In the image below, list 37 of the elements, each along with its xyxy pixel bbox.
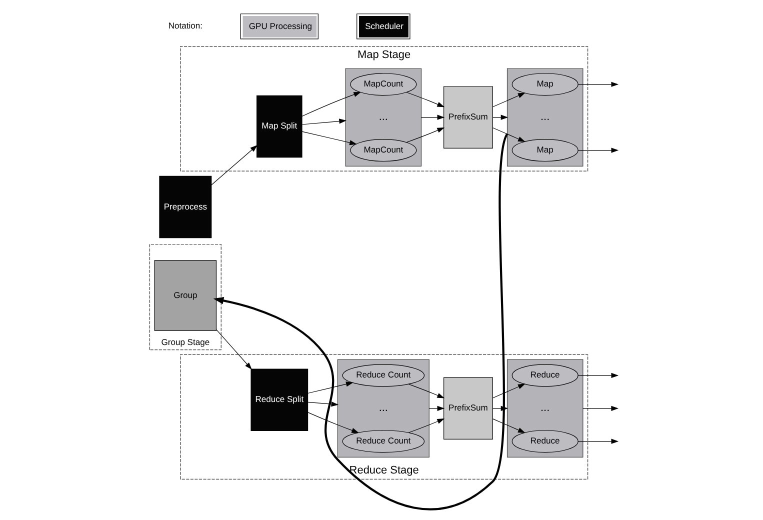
arrow <box>406 91 445 107</box>
node-ellipse: Map <box>512 138 578 162</box>
arrow <box>408 418 445 432</box>
arrow <box>492 418 526 433</box>
node-box: Map Split <box>256 94 302 158</box>
node-ellipse: Reduce <box>512 430 578 452</box>
arrow <box>582 405 619 410</box>
node-ellipse: Reduce <box>512 364 578 386</box>
legend-label: Scheduler <box>365 20 404 30</box>
arrow <box>302 130 357 145</box>
node-ellipse: Map <box>512 72 578 96</box>
node-ellipse: Reduce Count <box>342 430 425 452</box>
node-box: Reduce Split <box>250 368 308 430</box>
arrow <box>211 144 258 185</box>
arrow <box>302 118 346 124</box>
label: Notation: <box>168 20 203 30</box>
node-box: PrefixSum <box>444 86 493 148</box>
arrow <box>578 81 619 86</box>
arrow <box>406 126 445 142</box>
node-box: Group <box>154 260 217 330</box>
arrow <box>578 372 619 378</box>
node-box: PrefixSum <box>444 376 493 440</box>
node-box: Preprocess <box>159 175 212 238</box>
arrow <box>213 132 508 510</box>
arrow <box>308 412 359 432</box>
arrow <box>216 328 252 370</box>
arrow <box>492 126 526 142</box>
arrow <box>420 114 445 120</box>
arrow <box>302 91 362 116</box>
arrow <box>492 383 526 398</box>
arrow <box>492 92 526 107</box>
arrow <box>408 383 445 398</box>
arrow <box>578 438 619 444</box>
legend-label: GPU Processing <box>248 20 312 30</box>
arrow <box>308 401 339 406</box>
arrow <box>308 381 354 394</box>
arrow <box>578 147 619 152</box>
